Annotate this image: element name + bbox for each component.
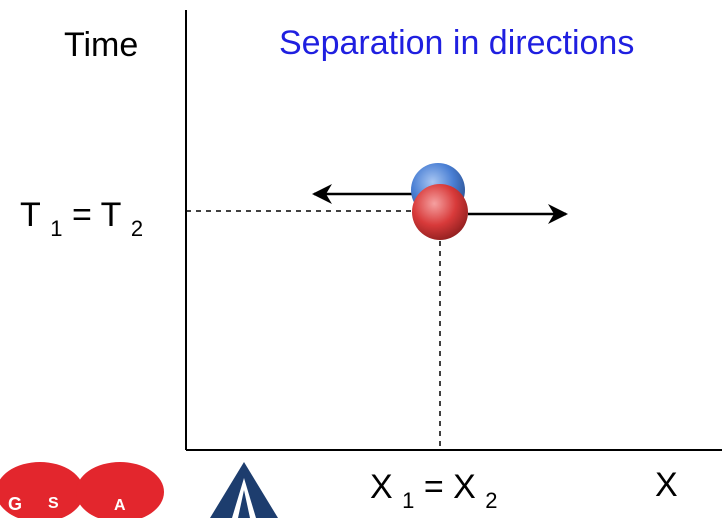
logo-letter-g: G: [8, 494, 22, 514]
time-var-1: T: [20, 196, 41, 234]
red-particle: [412, 184, 468, 240]
red-logo: G S A: [0, 462, 164, 518]
pos-sub-1: 1: [402, 488, 415, 513]
time-sub-1: 1: [50, 216, 63, 241]
logo-shape-2: [76, 462, 164, 518]
time-eq-sign: =: [71, 196, 92, 234]
time-sub-2: 2: [130, 216, 144, 241]
diagram-title: Separation in directions: [279, 24, 635, 62]
time-var-2: T: [100, 196, 122, 234]
pos-var-2: X: [453, 468, 476, 506]
logo-shape-1: [0, 462, 84, 518]
pos-eq-sign: =: [423, 468, 444, 506]
pos-sub-2: 2: [485, 488, 498, 513]
y-axis-label: Time: [64, 26, 139, 64]
triangle-logo: [210, 462, 278, 518]
logo-letter-s: S: [48, 495, 59, 512]
pos-var-1: X: [370, 468, 393, 506]
logo-letter-a: A: [114, 497, 126, 514]
x-axis-label: X: [655, 466, 678, 504]
position-equation: X 1 = X 2: [370, 468, 498, 514]
time-equation: T 1 = T 2: [20, 196, 143, 242]
